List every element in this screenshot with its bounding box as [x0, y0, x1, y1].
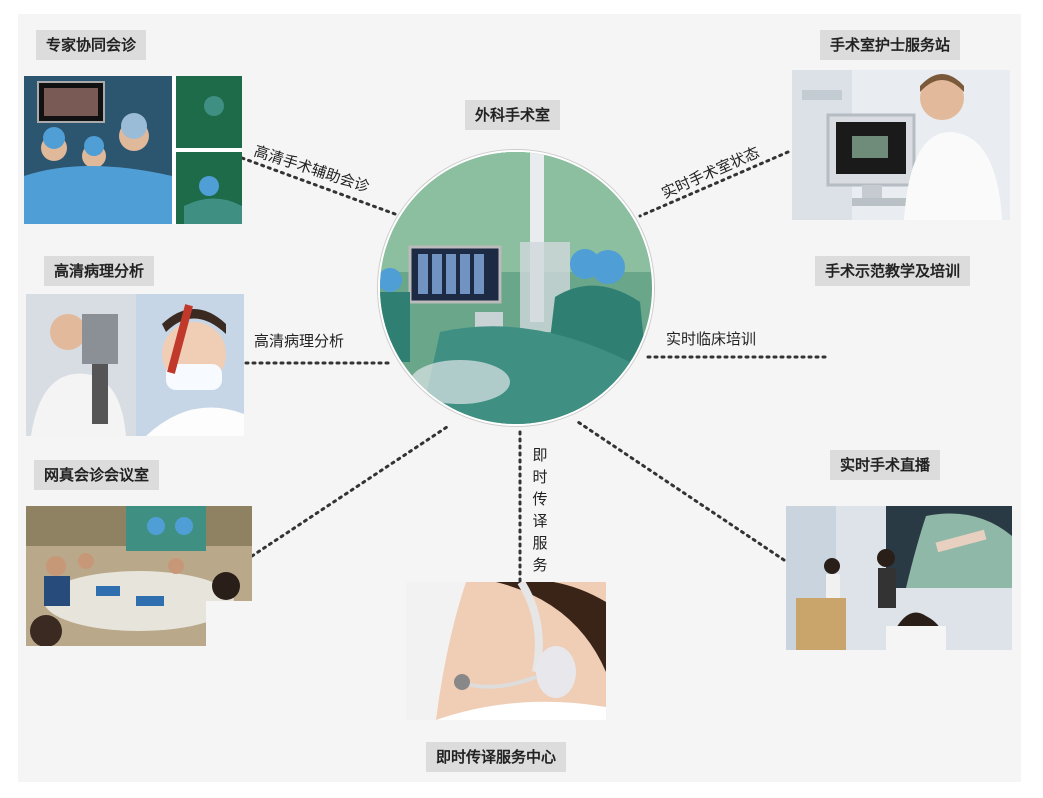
link-meeting	[250, 423, 452, 558]
pathology-photo	[26, 294, 244, 436]
meeting-room-label: 网真会诊会议室	[34, 460, 160, 490]
edge-realtime-training: 实时临床培训	[666, 330, 757, 348]
translation-center-photo	[406, 582, 606, 720]
nurse-station-photo	[792, 70, 1010, 220]
link-live	[573, 418, 786, 562]
live-surgery-label: 实时手术直播	[830, 450, 941, 480]
edge-instant-translate: 即时传译服务	[532, 446, 548, 574]
pathology-label: 高清病理分析	[44, 256, 155, 286]
link-expert	[240, 156, 397, 216]
live-surgery-photo	[786, 506, 1012, 650]
diagram-canvas: 外科手术室 专家协同会诊	[18, 14, 1021, 782]
expert-consult-label: 专家协同会诊	[36, 30, 147, 60]
expert-consult-photo	[24, 76, 242, 224]
teaching-training-label: 手术示范教学及培训	[815, 256, 971, 286]
operating-room-photo	[378, 150, 654, 426]
nurse-station-label: 手术室护士服务站	[820, 30, 961, 60]
link-nurse	[638, 150, 790, 218]
edge-hd-pathology: 高清病理分析	[254, 332, 345, 350]
translation-center-label: 即时传译服务中心	[426, 742, 567, 772]
meeting-room-photo	[26, 506, 252, 646]
center-title: 外科手术室	[465, 100, 561, 130]
